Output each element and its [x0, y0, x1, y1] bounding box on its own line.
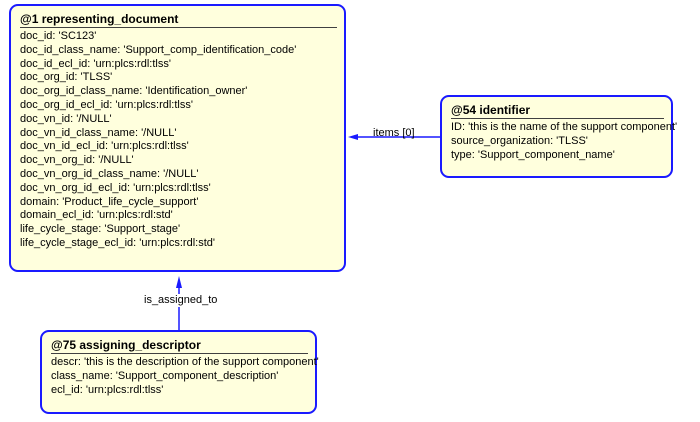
attribute: ID: 'this is the name of the support com… — [451, 121, 678, 133]
attribute: doc_id: 'SC123' — [20, 30, 97, 42]
attribute: doc_vn_org_id: '/NULL' — [20, 154, 134, 167]
entity-assigning-descriptor[interactable]: @75 assigning_descriptor descr: 'this is… — [40, 330, 319, 414]
is-assigned-to-arrowhead-icon — [176, 276, 182, 288]
attribute: class_name: 'Support_component_descripti… — [51, 369, 279, 382]
attribute: ecl_id: 'urn:plcs:rdl:tlss' — [51, 383, 164, 396]
entity-identifier[interactable]: @54 identifier ID: 'this is the name of … — [440, 95, 678, 178]
attribute: source_organization: 'TLSS' — [451, 134, 588, 147]
attribute: doc_org_id: 'TLSS' — [20, 71, 113, 84]
entity-title: @1 representing_document — [20, 12, 337, 28]
attribute: doc_org_id_class_name: 'Identification_o… — [20, 85, 248, 98]
attribute: doc_id_class_name: 'Support_comp_identif… — [20, 43, 297, 56]
items-link-label: items [0] — [373, 127, 415, 139]
attribute: doc_vn_id_class_name: '/NULL' — [20, 126, 177, 139]
attribute: doc_vn_id: '/NULL' — [20, 112, 112, 125]
attribute: domain: 'Product_life_cycle_support' — [20, 195, 199, 208]
attribute: doc_vn_id_ecl_id: 'urn:plcs:rdl:tlss' — [20, 140, 189, 153]
items-arrowhead-icon — [348, 134, 358, 140]
attribute: descr: 'this is the description of the s… — [51, 356, 319, 368]
entity-title: @54 identifier — [451, 103, 664, 119]
attribute: domain_ecl_id: 'urn:plcs:rdl:std' — [20, 209, 173, 222]
entity-title: @75 assigning_descriptor — [51, 338, 308, 354]
attribute: doc_id_ecl_id: 'urn:plcs:rdl:tlss' — [20, 57, 171, 70]
attribute: life_cycle_stage_ecl_id: 'urn:plcs:rdl:s… — [20, 236, 215, 249]
attribute: type: 'Support_component_name' — [451, 148, 615, 161]
attribute: life_cycle_stage: 'Support_stage' — [20, 223, 181, 236]
attribute: doc_vn_org_id_ecl_id: 'urn:plcs:rdl:tlss… — [20, 181, 211, 194]
attribute: doc_vn_org_id_class_name: '/NULL' — [20, 167, 199, 180]
entity-representing-document[interactable]: @1 representing_document doc_id: 'SC123'… — [9, 4, 346, 272]
attribute: doc_org_id_ecl_id: 'urn:plcs:rdl:tlss' — [20, 98, 193, 111]
is-assigned-to-link-label: is_assigned_to — [143, 294, 219, 307]
